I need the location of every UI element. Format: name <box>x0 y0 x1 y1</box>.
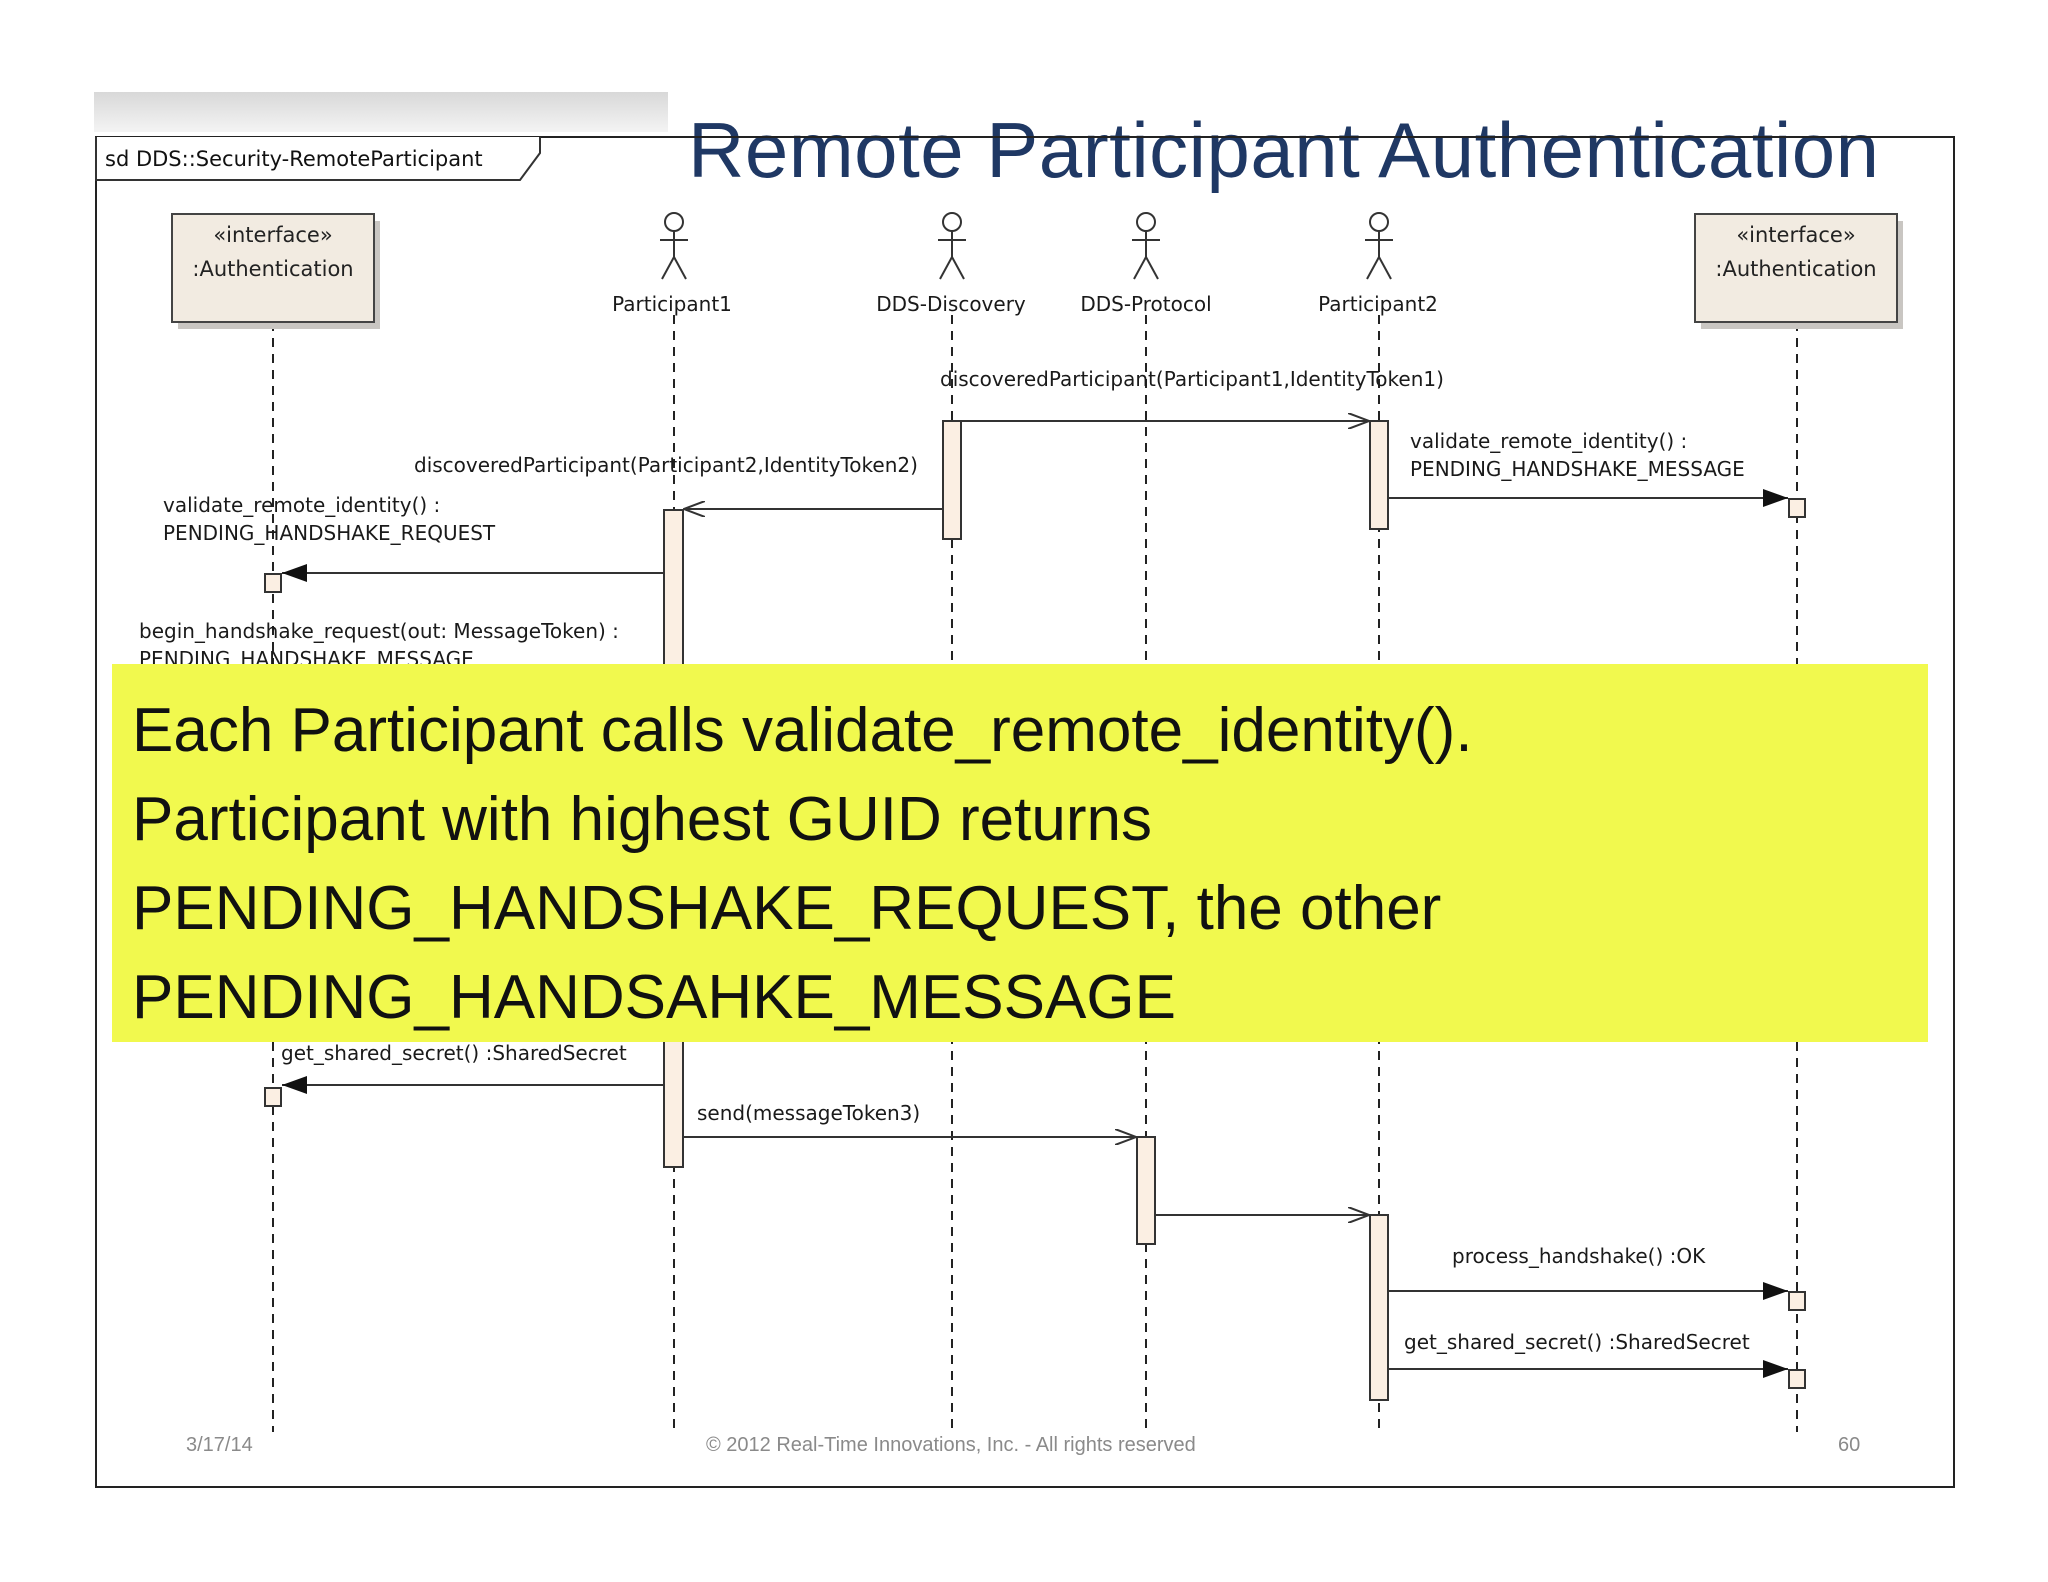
message-label: get_shared_secret() :SharedSecret <box>281 1041 627 1065</box>
actor-dds-protocol-icon <box>1132 212 1160 280</box>
frame-tab <box>95 137 541 181</box>
activation-dds-discovery <box>942 420 962 540</box>
callout-line: PENDING_HANDSHAKE_REQUEST, the other <box>132 874 1442 943</box>
message-label: begin_handshake_request(out: MessageToke… <box>139 619 619 643</box>
call-box-right-2 <box>1788 1291 1806 1311</box>
actor-label-dds-discovery: DDS-Discovery <box>876 292 1026 316</box>
interface-name: :Authentication <box>1715 257 1876 281</box>
message-label: discoveredParticipant(Participant1,Ident… <box>940 367 1444 391</box>
call-box-right-1 <box>1788 498 1806 518</box>
actor-label-participant2: Participant2 <box>1318 292 1438 316</box>
callout-line: Each Participant calls validate_remote_i… <box>132 696 1473 765</box>
diagram-frame <box>95 136 1955 1488</box>
message-label: PENDING_HANDSHAKE_REQUEST <box>163 521 496 545</box>
footer-page-number: 60 <box>1838 1434 1861 1456</box>
activation-dds-protocol <box>1136 1136 1156 1245</box>
footer-copyright: © 2012 Real-Time Innovations, Inc. - All… <box>706 1434 1196 1456</box>
call-box-right-3 <box>1788 1369 1806 1389</box>
actor-participant2-icon <box>1365 212 1393 280</box>
interface-box-left: «interface» :Authentication <box>171 213 380 329</box>
message-label: discoveredParticipant(Participant2,Ident… <box>414 453 918 477</box>
actor-dds-discovery-icon <box>938 212 966 280</box>
message-label: PENDING_HANDSHAKE_MESSAGE <box>1410 457 1745 481</box>
actor-label-participant1: Participant1 <box>612 292 732 316</box>
stereotype-label: «interface» <box>213 223 332 247</box>
activation-participant2-a <box>1369 420 1389 530</box>
actor-label-dds-protocol: DDS-Protocol <box>1080 292 1211 316</box>
frame-header-strip <box>94 92 668 132</box>
message-label: process_handshake() :OK <box>1452 1244 1706 1268</box>
actor-participant1-icon <box>660 212 688 280</box>
stereotype-label: «interface» <box>1736 223 1855 247</box>
slide-title: Remote Participant Authentication <box>688 106 1880 194</box>
activation-participant2-b <box>1369 1214 1389 1401</box>
message-label: validate_remote_identity() : <box>1410 429 1687 453</box>
callout-line: PENDING_HANDSAHKE_MESSAGE <box>132 963 1176 1032</box>
interface-name: :Authentication <box>192 257 353 281</box>
callout-line: Participant with highest GUID returns <box>132 785 1152 854</box>
frame-label: sd DDS::Security-RemoteParticipant <box>105 147 483 171</box>
message-label: get_shared_secret() :SharedSecret <box>1404 1330 1750 1354</box>
interface-box-right: «interface» :Authentication <box>1694 213 1903 329</box>
message-label: validate_remote_identity() : <box>163 493 440 517</box>
message-label: send(messageToken3) <box>697 1101 920 1125</box>
callout-note: Each Participant calls validate_remote_i… <box>112 664 1928 1042</box>
call-box-left-1 <box>264 573 282 593</box>
footer-date: 3/17/14 <box>186 1434 253 1456</box>
call-box-left-2 <box>264 1087 282 1107</box>
